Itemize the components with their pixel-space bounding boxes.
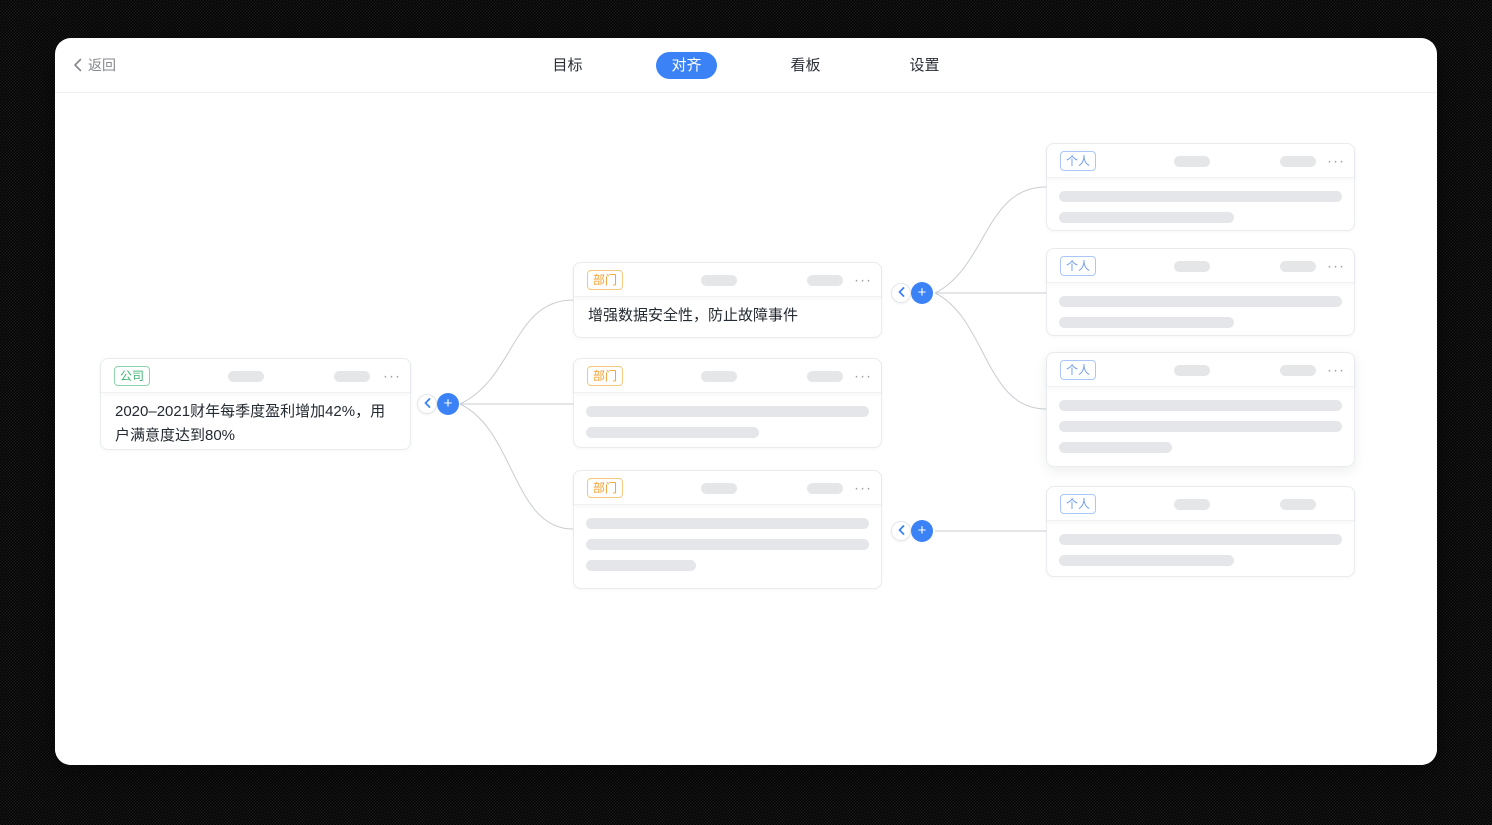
department-tag: 部门 [587,270,624,290]
header-placeholder [1174,156,1210,167]
plus-icon: + [917,284,927,301]
more-icon[interactable]: ··· [1327,257,1345,274]
placeholder-bar [586,518,869,529]
more-icon[interactable]: ··· [854,367,872,384]
chevron-left-icon [73,58,82,72]
collapse-button[interactable] [417,394,437,414]
tab-board[interactable]: 看板 [790,56,821,74]
placeholder-bar [586,539,869,550]
top-bar: 返回 目标 对齐 看板 设置 [55,38,1437,93]
plus-icon: + [443,395,453,412]
card-header: 部门 ··· [574,359,881,393]
header-placeholder [1174,261,1210,272]
header-placeholder [334,371,370,382]
placeholder-bar [1059,442,1173,453]
add-aligned-objective-button[interactable]: + [911,282,933,304]
placeholder-text-bars [1047,178,1354,223]
back-label: 返回 [88,57,116,73]
placeholder-bar [1059,212,1235,223]
placeholder-text-bars [1047,387,1354,453]
chevron-left-icon [898,522,905,540]
placeholder-bar [1059,421,1342,432]
card-header: 个人 ··· [1047,249,1354,283]
add-aligned-objective-button[interactable]: + [911,520,933,542]
collapse-button[interactable] [891,521,911,541]
app-window: 返回 目标 对齐 看板 设置 [55,38,1437,765]
card-header: 部门 ··· [574,471,881,505]
placeholder-bar [586,406,869,417]
card-header: 个人 ··· [1047,353,1354,387]
header-placeholder [701,483,737,494]
department-objective-card[interactable]: 部门 ··· [573,470,882,589]
company-objective-card[interactable]: 公司 ··· 2020–2021财年每季度盈利增加42%，用户满意度达到80% [100,358,411,450]
tab-alignment[interactable]: 对齐 [656,51,717,79]
placeholder-text-bars [574,393,881,438]
department-tag: 部门 [587,478,624,498]
add-aligned-objective-button[interactable]: + [437,393,459,415]
individual-tag: 个人 [1060,360,1097,380]
placeholder-text-bars [1047,521,1354,566]
plus-icon: + [917,522,927,539]
objective-text: 增强数据安全性，防止故障事件 [588,307,799,324]
placeholder-bar [1059,555,1235,566]
placeholder-text-bars [574,505,881,571]
header-placeholder [1280,365,1316,376]
card-header: 个人 [1047,487,1354,521]
header-placeholder [701,371,737,382]
more-icon[interactable]: ··· [1327,152,1345,169]
collapse-button[interactable] [891,283,911,303]
individual-objective-card[interactable]: 个人 ··· [1046,248,1355,336]
alignment-canvas: 公司 ··· 2020–2021财年每季度盈利增加42%，用户满意度达到80% … [55,93,1437,765]
card-header: 个人 ··· [1047,144,1354,178]
department-objective-card[interactable]: 部门 ··· [573,358,882,448]
chevron-left-icon [424,395,431,413]
individual-tag: 个人 [1060,256,1097,276]
more-icon[interactable]: ··· [1327,361,1345,378]
back-button[interactable]: 返回 [73,38,116,92]
department-objective-card[interactable]: 部门 ··· 增强数据安全性，防止故障事件 [573,262,882,338]
tab-settings[interactable]: 设置 [909,56,940,74]
card-header: 部门 ··· [574,263,881,297]
placeholder-bar [1059,534,1342,545]
placeholder-bar [1059,317,1235,328]
tab-goals[interactable]: 目标 [552,56,583,74]
header-placeholder [1174,365,1210,376]
more-icon[interactable]: ··· [854,479,872,496]
header-placeholder [228,371,264,382]
company-tag: 公司 [114,366,151,386]
placeholder-text-bars [1047,283,1354,328]
chevron-left-icon [898,284,905,302]
more-icon[interactable]: ··· [854,271,872,288]
tab-bar: 目标 对齐 看板 设置 [537,51,954,79]
placeholder-bar [586,560,697,571]
header-placeholder [1280,156,1316,167]
placeholder-bar [1059,296,1342,307]
individual-objective-card[interactable]: 个人 ··· [1046,352,1355,467]
placeholder-bar [1059,191,1342,202]
header-placeholder [701,275,737,286]
card-header: 公司 ··· [101,359,410,393]
header-placeholder [807,483,843,494]
individual-objective-card[interactable]: 个人 ··· [1046,143,1355,231]
individual-tag: 个人 [1060,151,1097,171]
header-placeholder [807,371,843,382]
more-icon[interactable]: ··· [383,367,401,384]
placeholder-bar [586,427,759,438]
header-placeholder [1280,499,1316,510]
header-placeholder [1280,261,1316,272]
objective-text: 2020–2021财年每季度盈利增加42%，用户满意度达到80% [115,403,386,444]
individual-objective-card[interactable]: 个人 [1046,486,1355,577]
department-tag: 部门 [587,366,624,386]
individual-tag: 个人 [1060,494,1097,514]
header-placeholder [807,275,843,286]
placeholder-bar [1059,400,1342,411]
header-placeholder [1174,499,1210,510]
